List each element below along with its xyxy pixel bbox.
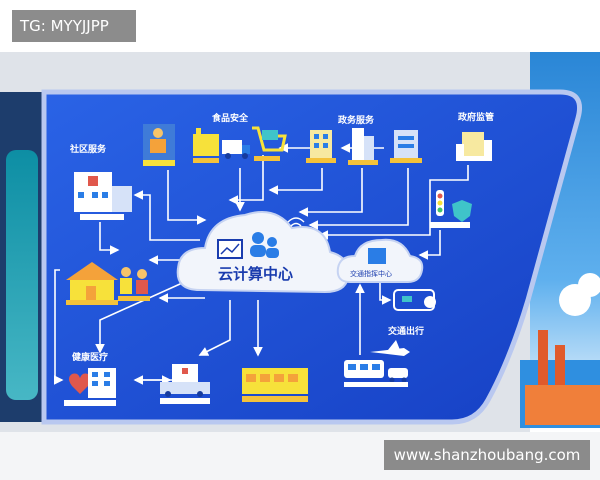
cloud-computing-center: 云计算中心 (176, 211, 350, 294)
people-icon (250, 232, 279, 258)
stadium-icon (242, 368, 308, 402)
label-food-safety: 食品安全 (211, 112, 249, 124)
ambulance-icon (160, 364, 210, 404)
center-label: 云计算中心 (218, 265, 293, 283)
house-icon (66, 262, 118, 305)
shield-icon (452, 200, 472, 222)
city-hall-icon (456, 132, 492, 161)
building-icon (306, 130, 336, 163)
traffic-command-center: 交通指挥中心 (336, 238, 424, 283)
plane-icon (370, 340, 410, 356)
tower-icon (348, 128, 378, 165)
traffic-center-label: 交通指挥中心 (350, 269, 392, 278)
heart-icon (69, 373, 91, 394)
chart-icon (217, 239, 243, 259)
flow-arrows (54, 143, 469, 385)
wifi-icon (287, 217, 305, 227)
watermark-top-left: TG: MYYJJPP (12, 10, 136, 42)
watermark-bottom-right: www.shanzhoubang.com (384, 440, 590, 470)
factory-illustration (520, 273, 600, 428)
traffic-light-icon (430, 190, 470, 228)
label-transportation: 交通出行 (388, 325, 424, 337)
truck-icon (222, 140, 250, 159)
left-screen (6, 150, 38, 400)
office-icon (64, 368, 116, 406)
cart-icon (252, 126, 287, 161)
label-community-services: 社区服务 (69, 143, 107, 155)
office-icon (390, 130, 422, 163)
label-healthcare: 健康医疗 (72, 351, 108, 363)
bus-icon (393, 289, 436, 311)
family-icon (118, 267, 150, 301)
car-icon (344, 368, 408, 387)
factory-icon (193, 128, 219, 163)
train-icon (344, 360, 384, 378)
building-icon (368, 248, 386, 264)
hospital-icon (74, 172, 132, 220)
worker-icon (143, 124, 175, 166)
label-government-services: 政务服务 (338, 114, 375, 126)
label-government-supervision: 政府监管 (458, 111, 494, 123)
